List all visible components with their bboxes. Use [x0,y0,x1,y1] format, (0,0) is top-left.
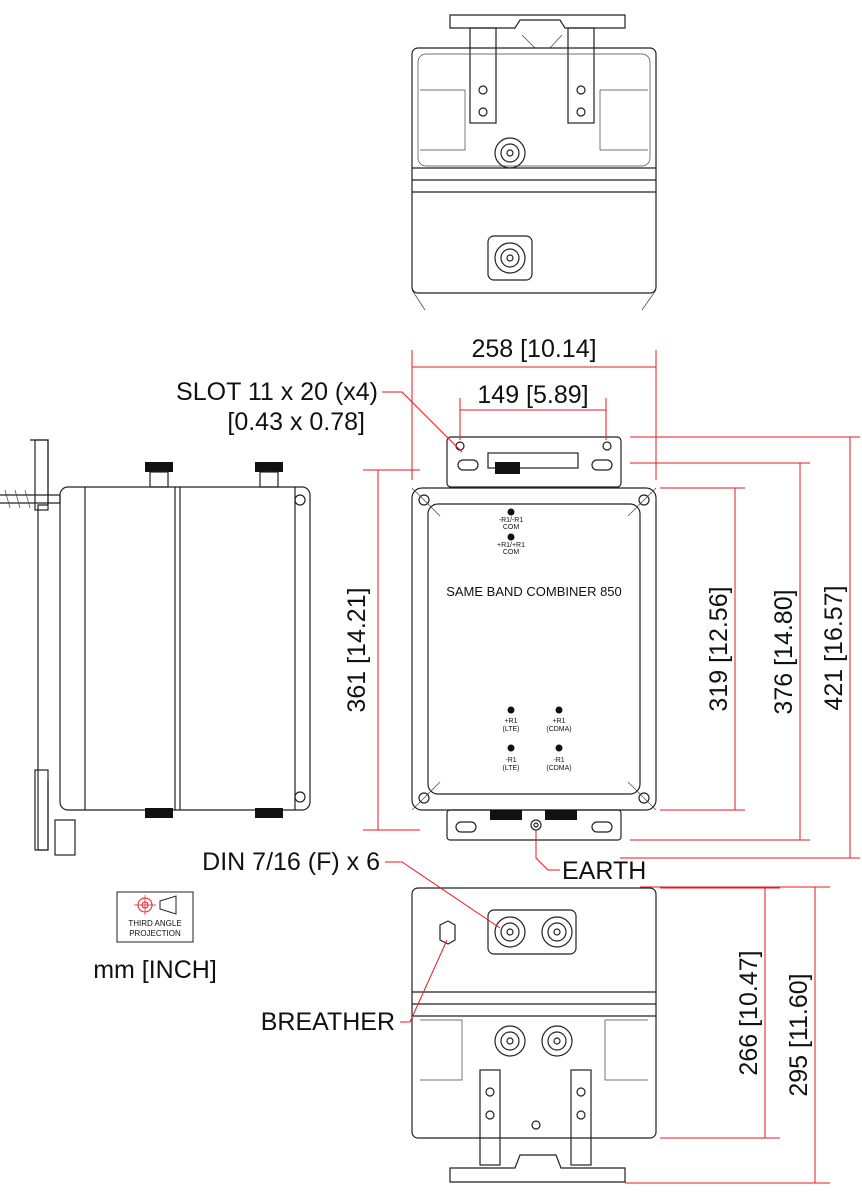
svg-text:COM: COM [503,549,520,556]
svg-text:-R1/-R1: -R1/-R1 [499,517,524,524]
svg-text:PROJECTION: PROJECTION [129,929,181,938]
side-view [0,439,311,856]
svg-text:-R1: -R1 [553,757,564,764]
dimension-lines [363,350,860,1184]
svg-text:-R1: -R1 [505,757,516,764]
svg-text:COM: COM [503,524,520,531]
product-name: SAME BAND COMBINER 850 [446,584,622,599]
port-4-label: -R1 (LTE) [503,744,520,772]
din-callout: DIN 7/16 (F) x 6 [202,848,380,876]
dim-width-overall: 258 [10.14] [471,335,596,363]
earth-callout: EARTH [562,857,646,885]
svg-text:+R1: +R1 [504,718,517,725]
svg-text:(CDMA): (CDMA) [546,726,571,733]
svg-text:+R1/+R1: +R1/+R1 [497,542,525,549]
port-1-label: +R1 (CDMA) [546,706,572,733]
third-angle-projection-symbol: THIRD ANGLE PROJECTION [116,891,194,943]
dim-depth-266: 266 [10.47] [735,950,763,1075]
dim-height-overall: 421 [16.57] [820,585,848,710]
svg-text:THIRD ANGLE: THIRD ANGLE [128,919,181,928]
svg-text:+R1: +R1 [552,718,565,725]
dim-height-376: 376 [14.80] [770,589,798,714]
dim-depth-295: 295 [11.60] [785,973,813,1096]
dim-height-body: 361 [14.21] [343,587,371,712]
svg-text:(CDMA): (CDMA) [546,765,571,772]
slot-callout-inch: [0.43 x 0.78] [227,408,365,436]
port-3-label: +R1 (LTE) [503,706,520,733]
breather-callout: BREATHER [261,1008,395,1036]
bottom-view [411,887,657,1183]
units-label: mm [INCH] [93,956,217,984]
dim-slot-spacing: 149 [5.89] [477,381,588,409]
svg-text:(LTE): (LTE) [503,765,520,772]
front-view: -R1/-R1 COM +R1/+R1 COM SAME BAND COMBIN… [411,436,657,841]
port-2-label: -R1 (CDMA) [546,744,572,772]
dim-height-inner: 319 [12.56] [705,586,733,711]
port-6-label: -R1/-R1 COM [499,508,524,531]
slot-callout: SLOT 11 x 20 (x4) [176,378,378,406]
port-5-label: +R1/+R1 COM [497,533,525,556]
svg-text:(LTE): (LTE) [503,726,520,733]
top-view [411,14,657,311]
